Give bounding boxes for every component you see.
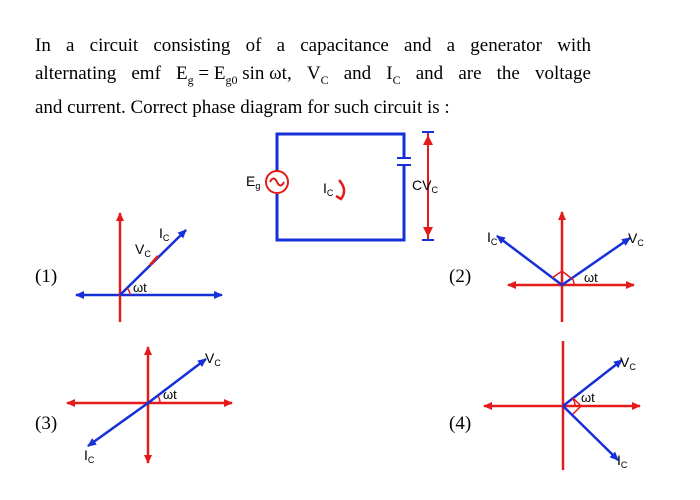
source-label: Eg [246,173,260,191]
right-angle-mark [551,270,572,279]
phasor-vc [147,358,207,404]
question-text: In a circuit consisting of a capacitance… [35,32,591,122]
current-label: IC [323,180,334,198]
voltage-label: CVC [412,177,438,195]
question-line-3: and current. Correct phase diagram for s… [35,96,450,118]
vc-label: VC [620,354,636,372]
angle-arc [571,277,575,286]
vc-label: VC [628,230,644,248]
word: a [276,35,286,56]
word: voltage [534,63,591,84]
angle-label: ωt [133,280,147,295]
vc-label: VC [205,350,221,368]
option-4-number[interactable]: (4) [449,413,472,434]
angle-label: ωt [584,270,598,285]
ic-label: IC [487,229,498,247]
emf-equation: Eg = Eg0 sin ωt, [176,63,292,87]
word: and [404,35,432,56]
ic-label: IC [84,447,95,465]
option-2-diagram[interactable]: ωt VC IC [487,211,644,322]
current-direction-icon [335,179,346,201]
right-angle-mark [572,397,583,415]
option-1-number[interactable]: (1) [35,266,58,287]
word: alternating [35,63,117,84]
phasor-vc [561,236,631,287]
angle-arc [126,287,131,296]
phasor-ic [87,401,149,448]
voltage-arrow-down-icon [423,227,433,237]
ic-symbol: IC [386,63,401,87]
word: and [415,63,444,84]
word: In [35,35,51,56]
vc-symbol: VC [306,63,329,87]
word: and [343,63,372,84]
circuit-diagram: Eg IC CVC [246,131,438,242]
circuit-wire [275,132,406,242]
question-line-2: alternating emf Eg = Eg0 sin ωt, VC and … [35,60,591,94]
angle-arc [157,395,161,404]
word: generator [470,35,543,56]
option-1-diagram[interactable]: ωt VC IC [75,212,223,322]
word: circuit [89,35,139,56]
option-3-diagram[interactable]: ωt VC IC [66,346,233,465]
word: a [66,35,75,56]
phasor-head-mark [149,255,159,266]
ac-wave-icon [269,177,285,187]
phasor-ic [562,405,619,461]
voltage-arrow-up-icon [423,135,433,145]
angle-label: ωt [581,390,595,405]
word: emf [131,63,161,84]
word: of [245,35,262,56]
question-line-1: In a circuit consisting of a capacitance… [35,32,591,60]
vc-label: VC [135,241,151,259]
option-2-number[interactable]: (2) [449,266,472,287]
word: consisting [153,35,231,56]
word: capacitance [300,35,389,56]
phasor-ic [496,235,563,286]
word: with [557,35,591,56]
angle-label: ωt [163,387,177,402]
word: the [496,63,520,84]
ic-label: IC [617,452,628,470]
option-4-diagram[interactable]: ωt VC IC [483,341,641,470]
word: are [458,63,482,84]
ic-label: IC [159,225,170,243]
word: a [446,35,456,56]
option-3-number[interactable]: (3) [35,413,58,434]
